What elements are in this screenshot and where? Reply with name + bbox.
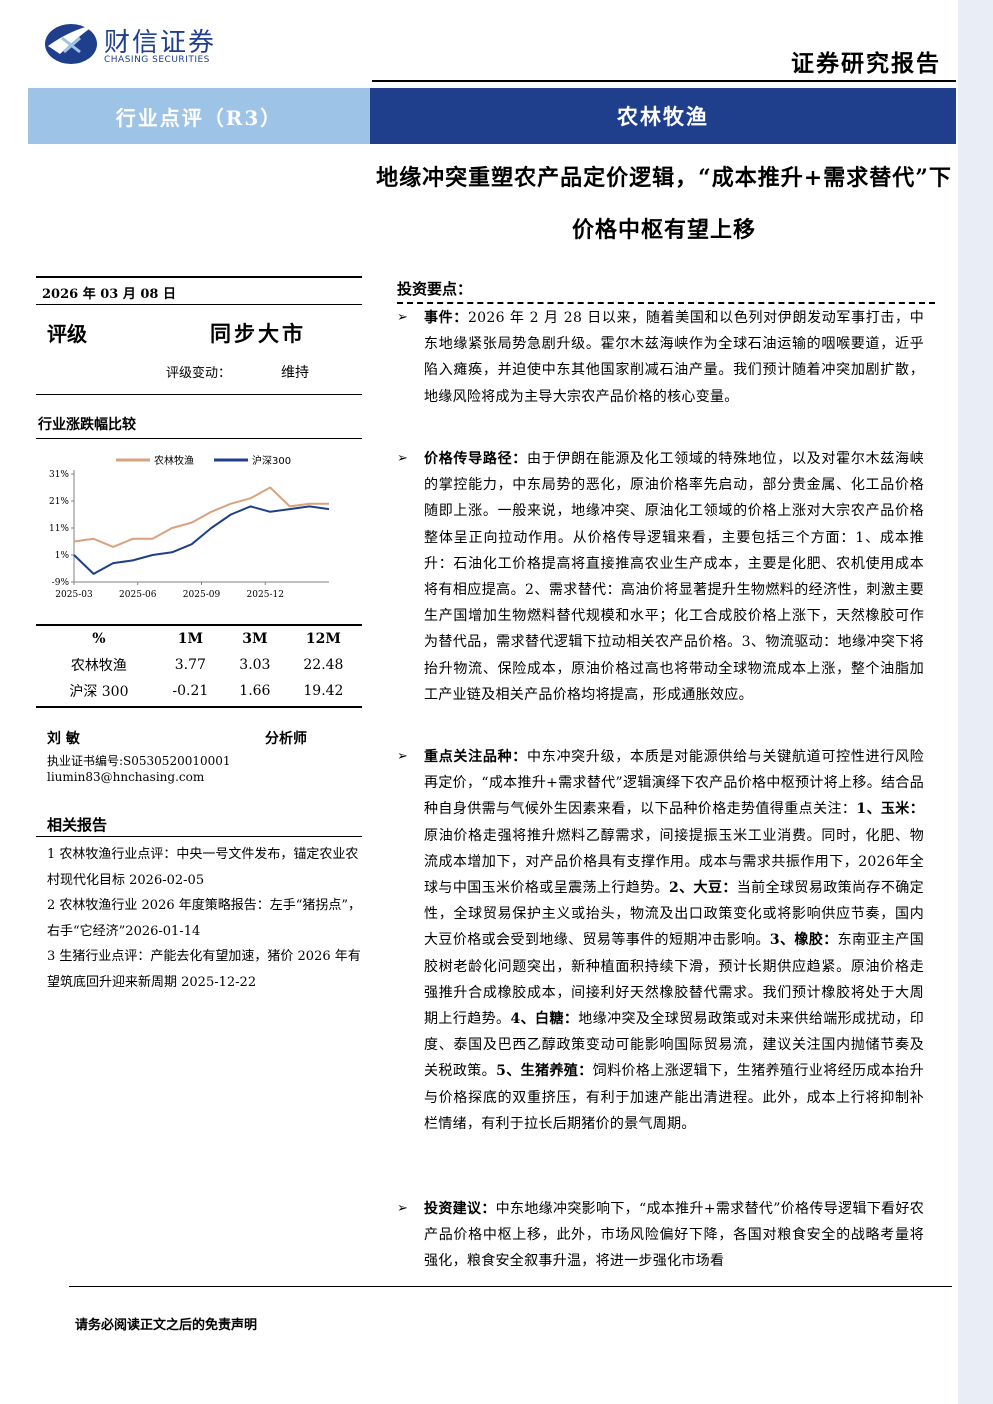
date-bottom-rule [36, 304, 362, 305]
chart-x-tick-label: 2025-09 [183, 590, 221, 600]
disclaimer-link[interactable]: 请务必阅读正文之后的免责声明 [75, 1318, 258, 1333]
chart-y-tick-label: 11% [49, 524, 69, 534]
table-header-cell: % [92, 631, 106, 647]
footer-rule [69, 1286, 952, 1287]
variety-label-hog: 5、生猪养殖： [496, 1063, 593, 1080]
analyst-email: liumin83@hnchasing.com [47, 770, 205, 784]
rating-bottom-rule [36, 394, 362, 395]
analyst-title: 分析师 [265, 731, 307, 747]
paragraph-label: 投资建议： [424, 1201, 496, 1217]
chart-title-rule [36, 438, 362, 439]
bullet-icon: ➢ [397, 749, 408, 764]
chart-y-tick-label: -9% [52, 578, 70, 588]
paragraph-text: 由于伊朗在能源及化工领域的特殊地位，以及对霍尔木兹海峡的掌控能力，中东局势的恶化… [424, 451, 924, 703]
paragraph-text: 当前全球贸易政策尚存不确定性，全球贸易保护主义或抬头，物流及出口政策变化或将影响… [424, 880, 924, 949]
highlights-dashed-rule [397, 302, 935, 304]
rating-label: 评级 [47, 322, 87, 346]
table-header-cell: 1M [177, 631, 203, 647]
chart-svg: 农林牧渔 沪深300 31% 21% 11% 1% -9% 2025-03 2025-06 20… [49, 454, 330, 600]
report-date: 2026 年 03 月 08 日 [42, 287, 176, 302]
bullet-icon: ➢ [397, 1201, 408, 1216]
paragraph-text: 饲料价格上涨逻辑下，生猪养殖行业将经历成本抬升与价格探底的双重挤压，有利于加速产… [424, 1063, 925, 1132]
report-headline: 地缘冲突重塑农产品定价逻辑，“成本推升+需求替代”下价格中枢有望上移 [376, 165, 952, 243]
table-header-cell: 12M [305, 631, 341, 647]
rating-change-label: 评级变动： [166, 366, 232, 381]
report-type: 证券研究报告 [791, 50, 941, 77]
chart-series-line [73, 486, 329, 548]
table-header-cell: 3M [242, 631, 268, 647]
paragraph-text: 地缘冲突及全球贸易政策或对未来供给端形成扰动，印度、泰国及巴西乙醇政策变动可能影… [424, 1011, 924, 1080]
right-edge-strip [958, 0, 993, 1404]
bullet-icon: ➢ [397, 451, 408, 466]
variety-label-soybean: 2、大豆： [668, 880, 737, 897]
table-cell: 农林牧渔 [70, 658, 127, 674]
table-cell: 22.48 [303, 657, 344, 673]
analyst-name: 刘 敏 [47, 731, 80, 747]
related-title-rule [36, 836, 362, 837]
table-header-row: % 1M 3M 12M [42, 626, 362, 652]
investment-advice-paragraph: 投资建议：中东地缘冲突影响下，“成本推升+需求替代”价格传导逻辑下看好农产品价格… [424, 1196, 924, 1275]
table-row: 沪深 300 -0.21 1.66 19.42 [42, 678, 362, 704]
variety-label-corn: 1、玉米： [856, 801, 924, 818]
paragraph-label: 价格传导路径： [424, 451, 528, 467]
investment-highlights-title: 投资要点： [397, 280, 473, 298]
chart-legend-label: 沪深300 [252, 454, 291, 467]
date-top-rule [36, 276, 362, 278]
table-row: 农林牧渔 3.77 3.03 22.48 [42, 652, 362, 678]
table-top-rule [36, 624, 362, 626]
event-paragraph: 事件：2026 年 2 月 28 日以来，随着美国和以色列对伊朗发动军事打击，中… [424, 305, 924, 410]
paragraph-text: 东南亚主产国胶树老龄化问题突出，新种植面积持续下滑，预计长期供应趋紧。原油价格走… [424, 932, 924, 1028]
variety-label-sugar: 4、白糖： [510, 1011, 579, 1028]
paragraph-text: 2026 年 2 月 28 日以来，随着美国和以色列对伊朗发动军事打击，中东地缘… [424, 310, 924, 405]
chart-y-tick-label: 1% [55, 551, 70, 561]
related-reports-title: 相关报告 [47, 816, 108, 834]
industry-comparison-chart: 农林牧渔 沪深300 31% 21% 11% 1% -9% 2025-03 2025-06 20… [32, 442, 362, 612]
rating-change-value: 维持 [281, 365, 309, 381]
paragraph-text: 原油价格走强将推升燃料乙醇需求，间接提振玉米工业消费。同时，化肥、物流成本增加下… [424, 827, 924, 897]
table-cell: 3.03 [239, 657, 271, 673]
key-varieties-paragraph: 重点关注品种：中东冲突升级，本质是对能源供给与关键航道可控性进行风险再定价，“成… [424, 744, 924, 1137]
analyst-cert: 执业证书编号:S0530520010001 [47, 754, 231, 768]
table-bottom-rule [36, 706, 362, 708]
report-category-banner: 行业点评（R3） [28, 88, 370, 144]
company-logo: 财信证券 CHASING SECURITIES [42, 16, 222, 72]
logo-cn-text: 财信证券 [104, 28, 217, 58]
related-report-item: 2 农林牧渔行业 2026 年度策略报告：左手“猪拐点”，右手“它经济”2026… [47, 898, 362, 939]
table-cell: 1.66 [239, 683, 271, 699]
table-cell: -0.21 [172, 683, 209, 699]
chart-x-tick-label: 2025-12 [247, 590, 284, 600]
logo-emblem-icon [45, 24, 97, 64]
chart-x-tick-label: 2025-06 [119, 590, 157, 600]
variety-label-rubber: 3、橡胶： [769, 932, 838, 949]
rating-value: 同步大市 [210, 321, 306, 346]
chart-series-line [73, 505, 330, 575]
related-report-item: 1 农林牧渔行业点评：中央一号文件发布，锚定农业农村现代化目标 2026-02-… [47, 847, 359, 888]
header-rule [372, 80, 956, 82]
logo-en-text: CHASING SECURITIES [104, 55, 210, 65]
table-cell: 3.77 [174, 657, 206, 673]
chart-x-tick-label: 2025-03 [55, 590, 93, 600]
paragraph-label: 事件： [424, 310, 468, 326]
chart-legend-label: 农林牧渔 [154, 454, 194, 467]
price-transmission-paragraph: 价格传导路径：由于伊朗在能源及化工领域的特殊地位，以及对霍尔木兹海峡的掌控能力，… [424, 446, 924, 708]
industry-banner: 农林牧渔 [370, 88, 956, 144]
bullet-icon: ➢ [397, 310, 408, 325]
chart-section-title: 行业涨跌幅比较 [38, 417, 136, 433]
chart-y-tick-label: 31% [49, 470, 69, 480]
table-cell: 19.42 [303, 683, 344, 699]
table-cell: 沪深 300 [69, 684, 129, 700]
paragraph-text: 中东地缘冲突影响下，“成本推升+需求替代”价格传导逻辑下看好农产品价格中枢上移，… [424, 1201, 925, 1270]
paragraph-label: 重点关注品种： [424, 749, 528, 765]
chart-y-tick-label: 21% [49, 497, 69, 507]
related-report-item: 3 生猪行业点评：产能去化有望加速，猪价 2026 年有望筑底回升迎来新周期 2… [47, 949, 361, 990]
performance-table: % 1M 3M 12M 农林牧渔 3.77 3.03 22.48 沪深 300 … [42, 626, 362, 704]
paragraph-text: 中东冲突升级，本质是对能源供给与关键航道可控性进行风险再定价，“成本推升+需求替… [424, 749, 924, 818]
